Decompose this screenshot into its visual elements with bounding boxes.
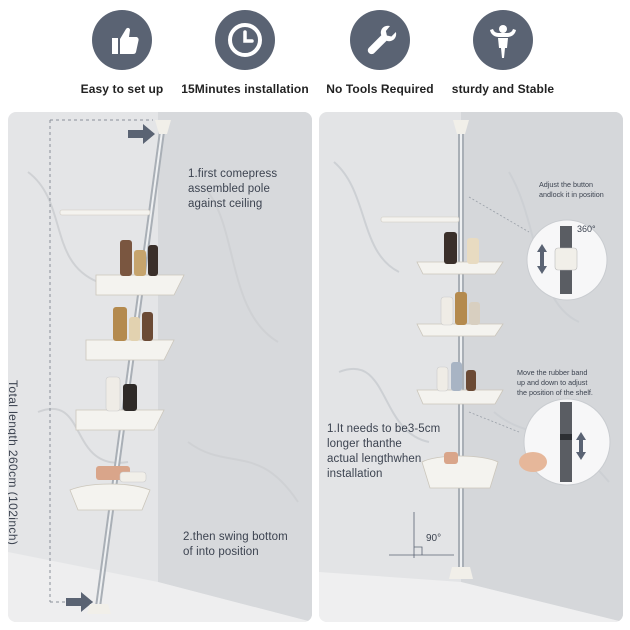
callout-top-text: Adjust the button andlock it in position (539, 180, 604, 200)
wrench-icon (350, 10, 410, 70)
note-line: against ceiling (188, 198, 263, 210)
feature-label: Easy to set up (80, 82, 164, 96)
note-line: assembled pole (188, 183, 270, 195)
note-line: 1.It needs to be3-5cm (327, 423, 441, 435)
step2-note: 2.then swing bottom of into position (183, 530, 288, 560)
note-line: 2.then swing bottom (183, 531, 288, 543)
feature-label: sturdy and Stable (451, 82, 555, 96)
callout-line: up and down to adjust (517, 378, 588, 387)
feature-easy-setup: Easy to set up (47, 10, 197, 96)
feature-label: No Tools Required (326, 82, 434, 96)
left-panel-illustration (8, 112, 312, 622)
left-install-panel: Total length 260cm (102inch) 1.first com… (8, 112, 312, 622)
total-length-label: Total length 260cm (102inch) (8, 380, 20, 546)
clock-icon (215, 10, 275, 70)
feature-install-time: 15Minutes installation (170, 10, 320, 96)
note-line: longer thanthe (327, 438, 402, 450)
step1-note: 1.first comepress assembled pole against… (188, 167, 277, 212)
callout-line: andlock it in position (539, 190, 604, 199)
feature-sturdy: sturdy and Stable (428, 10, 578, 96)
feature-label: 15Minutes installation (181, 82, 309, 96)
strongman-icon (473, 10, 533, 70)
callout-line: Move the rubber band (517, 368, 588, 377)
note-line: actual lengthwhen (327, 453, 422, 465)
callout-line: Adjust the button (539, 180, 593, 189)
right-install-panel: Adjust the button andlock it in position… (319, 112, 623, 622)
rotation-label: 360° (577, 224, 596, 234)
callout-line: the position of the shelf. (517, 388, 593, 397)
right-panel-illustration (319, 112, 623, 622)
feature-no-tools: No Tools Required (305, 10, 455, 96)
angle-label: 90° (426, 533, 442, 544)
note-line: of into position (183, 546, 259, 558)
note-line: installation (327, 468, 383, 480)
length-note: 1.It needs to be3-5cm longer thanthe act… (327, 422, 440, 482)
callout-mid-text: Move the rubber band up and down to adju… (517, 368, 593, 398)
thumbs-up-icon (92, 10, 152, 70)
note-line: 1.first comepress (188, 168, 278, 180)
